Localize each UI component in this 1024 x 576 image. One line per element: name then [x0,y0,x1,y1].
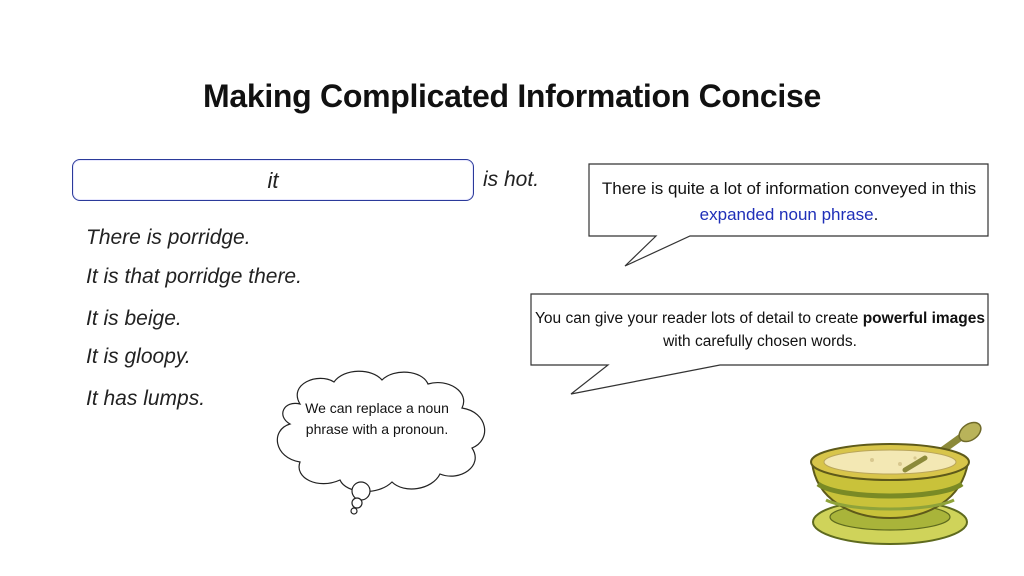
porridge-bowl-icon [810,421,982,545]
callout-middle-text-after: with carefully chosen words. [663,333,857,350]
sentence-1: There is porridge. [86,226,251,249]
pronoun-suffix: is hot. [483,168,540,191]
pronoun-box: it [72,159,474,201]
sentence-2: It is that porridge there. [86,265,302,288]
callout-middle-text-before: You can give your reader lots of detail … [534,310,863,327]
callout-top-text-after: . [873,205,879,224]
callout-top-bubble [588,163,989,267]
sentence-5: It has lumps. [86,387,206,410]
thought-cloud-shape [276,370,486,515]
powerful-images-bold: powerful images [862,310,986,327]
callout-top-text: There is quite a lot of information conv… [592,176,986,228]
sentence-3: It is beige. [86,307,182,330]
sentence-4: It is gloopy. [86,345,191,368]
thought-cloud-text: We can replace a noun phrase with a pron… [305,400,449,437]
callout-middle-bubble [530,293,989,395]
expanded-noun-phrase-highlight: expanded noun phrase [699,205,874,224]
callout-top-text-before: There is quite a lot of information conv… [601,179,977,198]
slide-title: Making Complicated Information Concise [202,78,821,114]
callout-middle-text: You can give your reader lots of detail … [533,307,987,353]
